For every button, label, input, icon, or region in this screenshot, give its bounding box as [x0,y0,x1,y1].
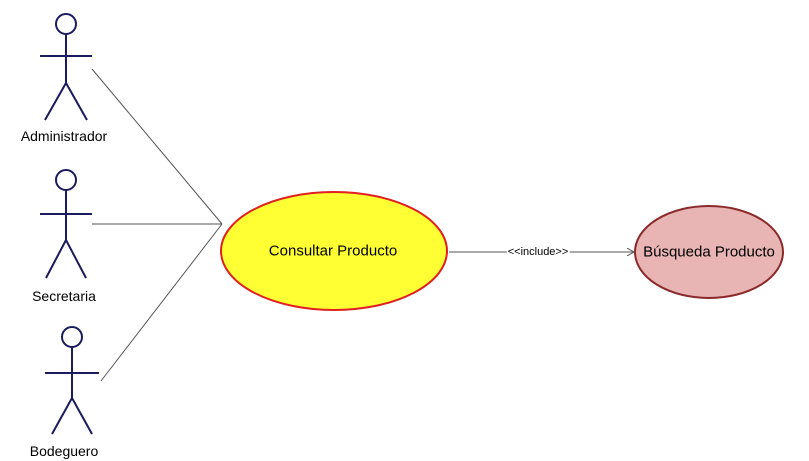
actor-head [55,169,77,191]
actor-administrador[interactable] [40,13,92,121]
actor-bodeguero[interactable] [45,326,99,435]
include-relationship-label: <<include>> [506,246,570,258]
actor-label-administrador: Administrador [20,128,108,144]
association-admin [91,68,223,225]
usecase-label-consultar-producto: Consultar Producto [268,242,398,260]
actor-secretaria[interactable] [40,169,92,279]
actor-head [61,326,83,348]
usecase-consultar-producto[interactable] [220,191,448,311]
usecase-busqueda-producto[interactable] [634,205,784,299]
actor-head [55,13,77,35]
actor-label-secretaria: Secretaria [32,288,96,304]
actor-label-bodeguero: Bodeguero [29,443,99,459]
usecase-label-busqueda-producto: Búsqueda Producto [643,243,775,261]
association-bodeguero [100,223,223,382]
